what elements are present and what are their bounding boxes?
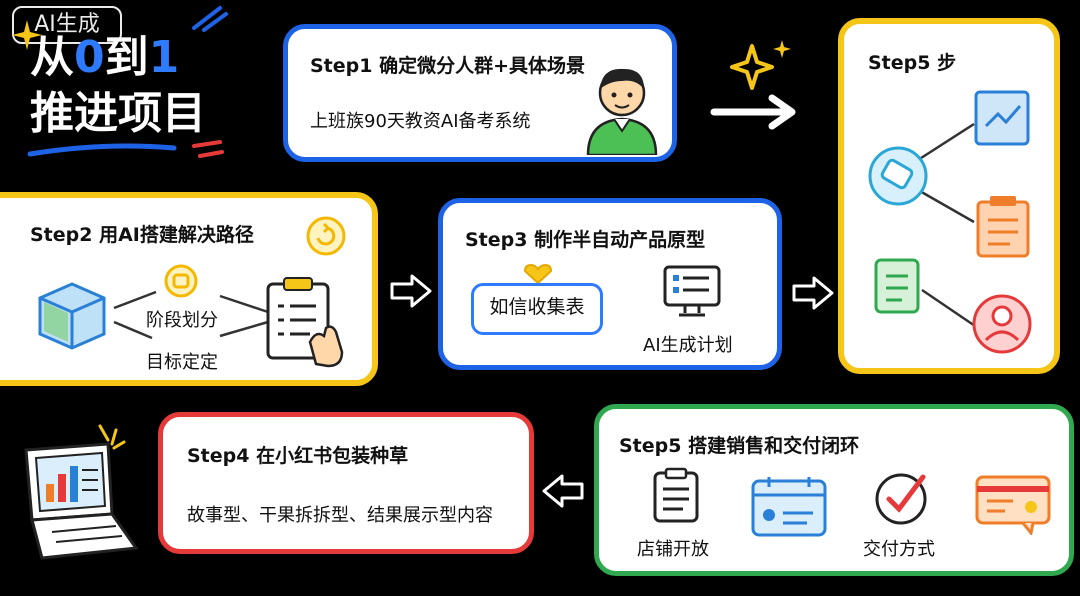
cube-icon [38,282,106,350]
step4-title: Step4 在小红书包装种草 [187,445,409,467]
step5-bottom-title: Step5 搭建销售和交付闭环 [619,435,860,457]
title-highlight-zero: 0 [74,32,105,83]
arrow-right-icon [390,274,432,308]
scribble-icon [192,6,228,32]
step5-top-card: Step5 步 [838,18,1060,374]
arrow-left-icon [542,474,584,508]
step1-card: Step1 确定微分人群+具体场景 上班族90天教资AI备考系统 [283,24,677,162]
step5-item2: 交付方式 [863,539,935,560]
step5-item1: 店铺开放 [637,539,709,560]
clipboard-icon [653,467,699,523]
person-icon [586,68,658,155]
refresh-bubble-icon [306,216,346,256]
step4-text: 故事型、干果拆拆型、结果展示型内容 [187,505,493,526]
title-prefix: 从 [30,32,74,83]
step1-title: Step1 确定微分人群+具体场景 [310,55,586,77]
calendar-card-icon [751,477,827,537]
step2-title: Step2 用AI搭建解决路径 [30,224,254,246]
computer-list-icon [663,265,721,317]
step2-item1: 阶段划分 [146,310,218,331]
page-title: 从0到1 [30,32,179,84]
sparkle-icon [12,20,42,50]
ai-generated-watermark: AI生成 [12,6,122,44]
step3-card: Step3 制作半自动产品原型 如信收集表 AI生成计划 [438,198,782,370]
title-highlight-one: 1 [148,32,180,83]
page-subtitle: 推进项目 [30,88,206,139]
clipboard-hand-icon [266,277,344,368]
sparkles-icon [730,40,791,90]
step5-top-icons [868,90,1032,354]
step2-connectors [113,290,269,340]
step2-card: Step2 用AI搭建解决路径 阶段划分 目标定定 [0,192,378,386]
step3-title: Step3 制作半自动产品原型 [465,229,706,251]
arrow-right-icon [710,94,796,130]
step5-top-title: Step5 步 [868,52,957,74]
heart-badge-icon [523,263,553,285]
coin-icon [164,264,198,298]
step5-bottom-card: Step5 搭建销售和交付闭环 店铺开放 交付方式 [594,404,1074,576]
title-mid: 到 [104,32,149,83]
laptop-chart-icon [24,424,139,560]
step3-pill: 如信收集表 [471,283,603,335]
step3-item: AI生成计划 [643,335,733,356]
arrow-right-icon [792,276,834,310]
step4-card: Step4 在小红书包装种草 故事型、干果拆拆型、结果展示型内容 [158,412,534,554]
check-circle-icon [875,473,927,525]
chat-window-icon [975,475,1051,535]
underline-scribble-icon [27,140,224,158]
step1-text: 上班族90天教资AI备考系统 [310,111,531,132]
step2-item2: 目标定定 [146,352,218,373]
